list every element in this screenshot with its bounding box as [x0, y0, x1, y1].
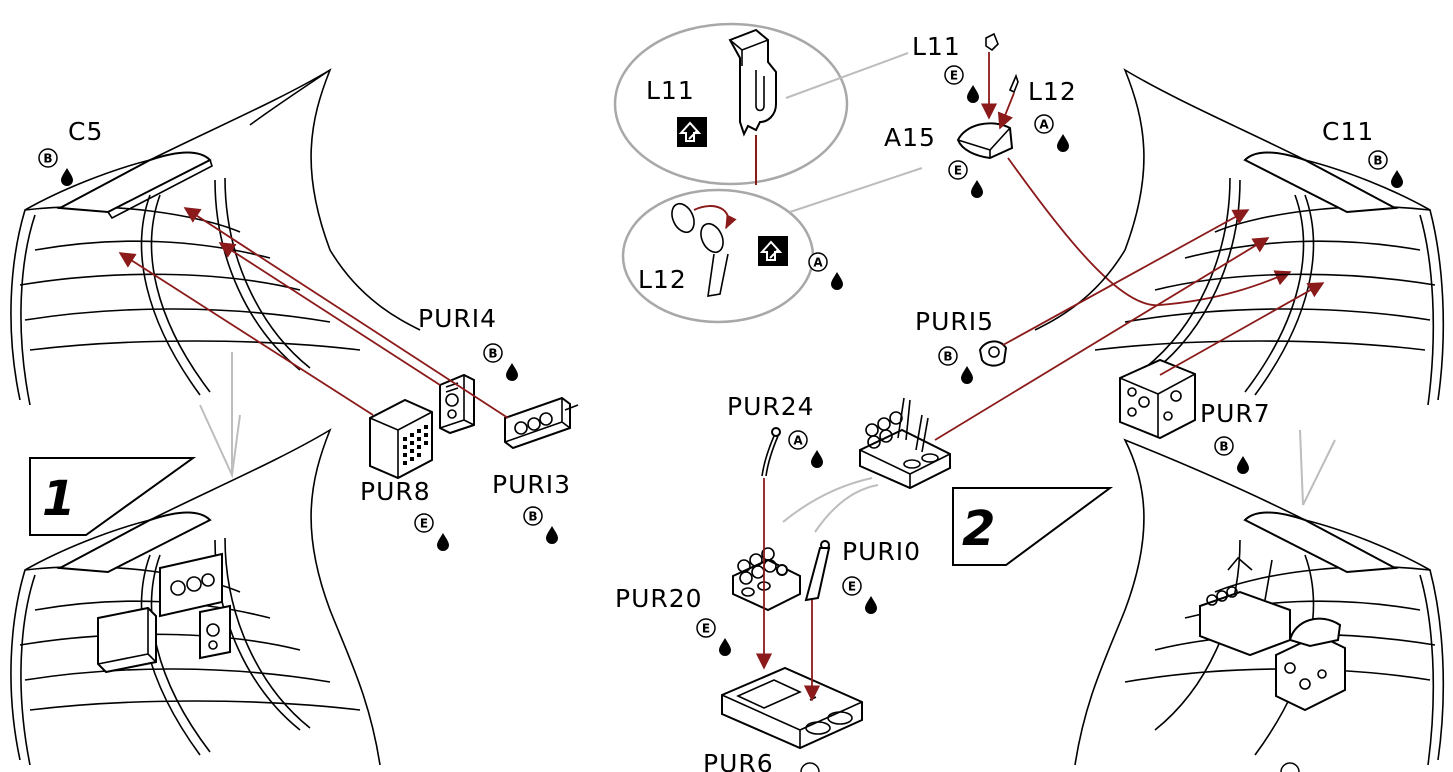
- svg-text:E: E: [420, 517, 428, 531]
- step-2-upper-arrows: [980, 52, 1292, 306]
- step-2-marker: 2: [952, 487, 1114, 566]
- svg-text:B: B: [43, 152, 52, 166]
- callout-l12-leader: [789, 167, 923, 213]
- paint-badge-pur7: B: [1214, 436, 1249, 474]
- paint-drop-icon: [971, 180, 983, 198]
- paint-badge-puri5: B: [938, 346, 973, 384]
- part-label-puri0: PURI0: [842, 537, 921, 566]
- svg-text:B: B: [943, 350, 952, 364]
- paint-drop-icon: [61, 168, 73, 186]
- part-puri0-lever: [804, 540, 831, 602]
- cockpit-sidewall-left-top: [10, 68, 421, 406]
- cockpit-sidewall-right-bottom: [1074, 438, 1445, 766]
- part-label-c11: C11: [1322, 117, 1374, 146]
- paint-badge-puri0: E: [842, 576, 877, 614]
- paint-drop-icon: [967, 85, 979, 103]
- flip-part-icon: [676, 116, 708, 148]
- paint-badge-pur6: [800, 762, 820, 772]
- part-label-pur6: PUR6: [703, 749, 774, 772]
- part-label-c5: C5: [68, 117, 103, 146]
- step-1-number: 1: [42, 471, 75, 527]
- callout-label-l12: L12: [638, 265, 687, 294]
- paint-drop-icon: [811, 450, 823, 468]
- part-label-pur24: PUR24: [727, 392, 815, 421]
- part-label-pur7: PUR7: [1200, 399, 1271, 428]
- paint-badge-puri4: B: [483, 343, 518, 381]
- paint-badge-pur8: E: [414, 513, 449, 551]
- part-label-puri3: PURI3: [492, 470, 571, 499]
- step-2-assembly-arrows: [934, 209, 1325, 441]
- paint-drop-icon: [1057, 134, 1069, 152]
- part-label-l12: L12: [1028, 77, 1077, 106]
- svg-text:B: B: [1373, 154, 1382, 168]
- part-label-puri4: PURI4: [418, 304, 497, 333]
- part-pur6-base: [721, 666, 863, 750]
- step-1-direction-line: [199, 352, 241, 479]
- cockpit-sidewall-right-top: [1034, 68, 1445, 406]
- callout-l11-leader: [785, 52, 909, 99]
- part-label-pur8: PUR8: [360, 477, 431, 506]
- part-puri3-panel: [504, 396, 579, 450]
- paint-badge-c5: B: [38, 148, 73, 186]
- step-2-number: 2: [962, 501, 995, 557]
- part-pur24-lever: [761, 427, 781, 477]
- sub-assembly-arrows: [755, 478, 821, 702]
- paint-drop-icon: [961, 366, 973, 384]
- paint-badge-pur20: E: [696, 618, 731, 656]
- paint-drop-icon: [1391, 170, 1403, 188]
- cockpit-sidewall-left-bottom: [10, 428, 381, 766]
- paint-drop-icon: [437, 533, 449, 551]
- part-pur20-quadrant: [732, 547, 801, 612]
- part-label-puri5: PURI5: [915, 307, 994, 336]
- paint-drop-icon: [831, 272, 843, 290]
- part-l11-small: [985, 32, 999, 52]
- paint-badge-a15: E: [948, 160, 983, 198]
- step-2-direction-line: [1299, 429, 1336, 506]
- step-1-marker: 1: [29, 457, 197, 536]
- paint-badge-callout-l12: A: [808, 252, 843, 290]
- part-throttle-assembly: [859, 397, 951, 490]
- paint-drop-icon: [719, 638, 731, 656]
- svg-text:A: A: [813, 256, 823, 270]
- part-pur8-box: [369, 398, 433, 480]
- part-puri4-panel: [439, 373, 475, 435]
- part-pur7-box: [1119, 358, 1196, 440]
- svg-text:E: E: [954, 164, 962, 178]
- step-1-assembly-arrows: [118, 207, 509, 419]
- svg-text:B: B: [1219, 440, 1228, 454]
- sub-assembly-guide: [782, 477, 879, 533]
- svg-text:A: A: [1039, 118, 1049, 132]
- paint-badge-l11: E: [944, 65, 979, 103]
- part-label-a15: A15: [884, 123, 936, 152]
- part-a15-throttle: [956, 122, 1014, 160]
- paint-badge-l12: A: [1034, 114, 1069, 152]
- part-l12-small: [1008, 73, 1019, 94]
- paint-badge-offscreen: [1280, 762, 1300, 772]
- paint-badge-pur24: A: [788, 430, 823, 468]
- svg-text:E: E: [702, 622, 710, 636]
- svg-text:B: B: [488, 347, 497, 361]
- part-label-l11: L11: [912, 32, 961, 61]
- paint-drop-icon: [1237, 456, 1249, 474]
- flip-part-icon: [757, 235, 789, 267]
- svg-text:E: E: [848, 580, 856, 594]
- paint-badge-c11: B: [1368, 150, 1403, 188]
- callout-l12-detail: L12: [621, 188, 815, 324]
- svg-text:A: A: [793, 434, 803, 448]
- callout-label-l11: L11: [646, 76, 695, 105]
- callout-l11-detail: L11: [613, 22, 849, 186]
- part-label-pur20: PUR20: [615, 584, 703, 613]
- part-puri5: [978, 340, 1008, 367]
- svg-text:B: B: [528, 510, 537, 524]
- paint-badge-puri3: B: [523, 506, 558, 544]
- paint-drop-icon: [865, 596, 877, 614]
- paint-drop-icon: [506, 363, 518, 381]
- paint-drop-icon: [546, 526, 558, 544]
- svg-text:E: E: [950, 69, 958, 83]
